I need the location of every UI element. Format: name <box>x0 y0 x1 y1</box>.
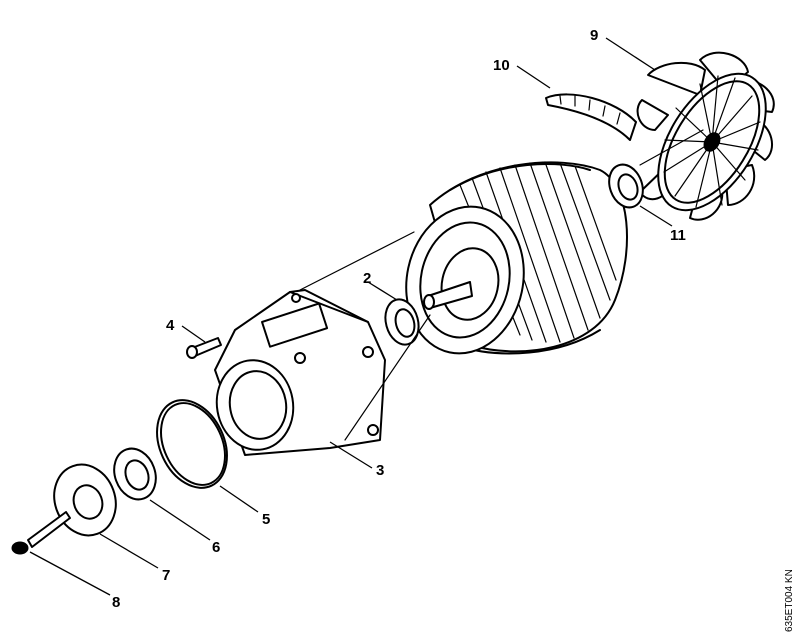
fan-cover-segment-icon <box>545 93 637 141</box>
motor-stator-icon <box>405 161 628 355</box>
callout-11: 11 <box>670 227 686 244</box>
o-ring-icon <box>156 399 228 489</box>
ball-bearing-icon <box>113 447 157 501</box>
housing-flange-icon <box>214 289 386 456</box>
callout-5: 5 <box>262 511 270 528</box>
callout-4: 4 <box>166 317 175 334</box>
callout-6: 6 <box>212 539 220 556</box>
callout-2: 2 <box>363 270 371 287</box>
ball-bearing-icon <box>608 163 644 209</box>
callout-7: 7 <box>162 567 170 584</box>
callout-10: 10 <box>493 57 510 74</box>
callout-8: 8 <box>112 594 120 611</box>
screw-icon <box>11 511 71 555</box>
drawing-reference-code: 635ET004 KN <box>784 569 795 632</box>
callout-9: 9 <box>590 27 598 44</box>
fan-icon <box>636 51 775 221</box>
screw-icon <box>186 337 222 359</box>
callout-3: 3 <box>376 462 384 479</box>
